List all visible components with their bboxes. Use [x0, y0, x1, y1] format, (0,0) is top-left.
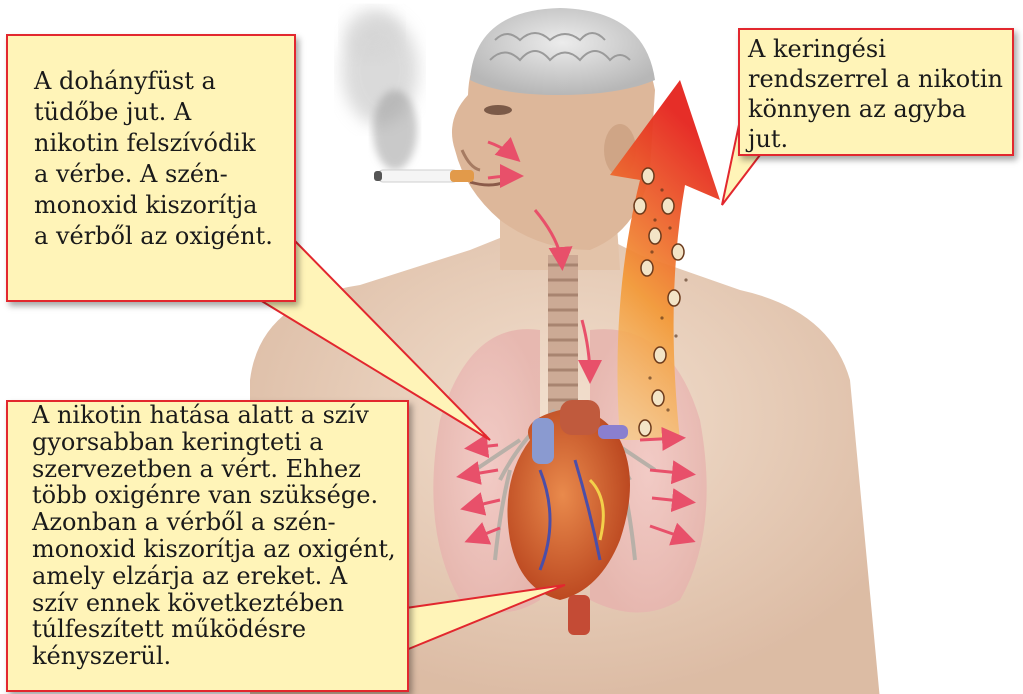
heart-callout: A nikotin hatása alatt a szív gyorsabban…	[6, 400, 409, 692]
trachea	[548, 255, 578, 415]
heart-callout-text: A nikotin hatása alatt a szív gyorsabban…	[32, 402, 399, 670]
lungs-callout-text: A dohányfüst a tüdőbe jut. A nikotin fel…	[34, 66, 276, 252]
brain-callout: A keringési rendszerrel a nikotin könnye…	[738, 28, 1014, 156]
lungs-callout: A dohányfüst a tüdőbe jut. A nikotin fel…	[6, 34, 296, 302]
smoke-icon	[342, 9, 418, 170]
brain	[470, 8, 655, 95]
cigarette-icon	[374, 170, 474, 182]
brain-callout-text: A keringési rendszerrel a nikotin könnye…	[748, 34, 1004, 154]
